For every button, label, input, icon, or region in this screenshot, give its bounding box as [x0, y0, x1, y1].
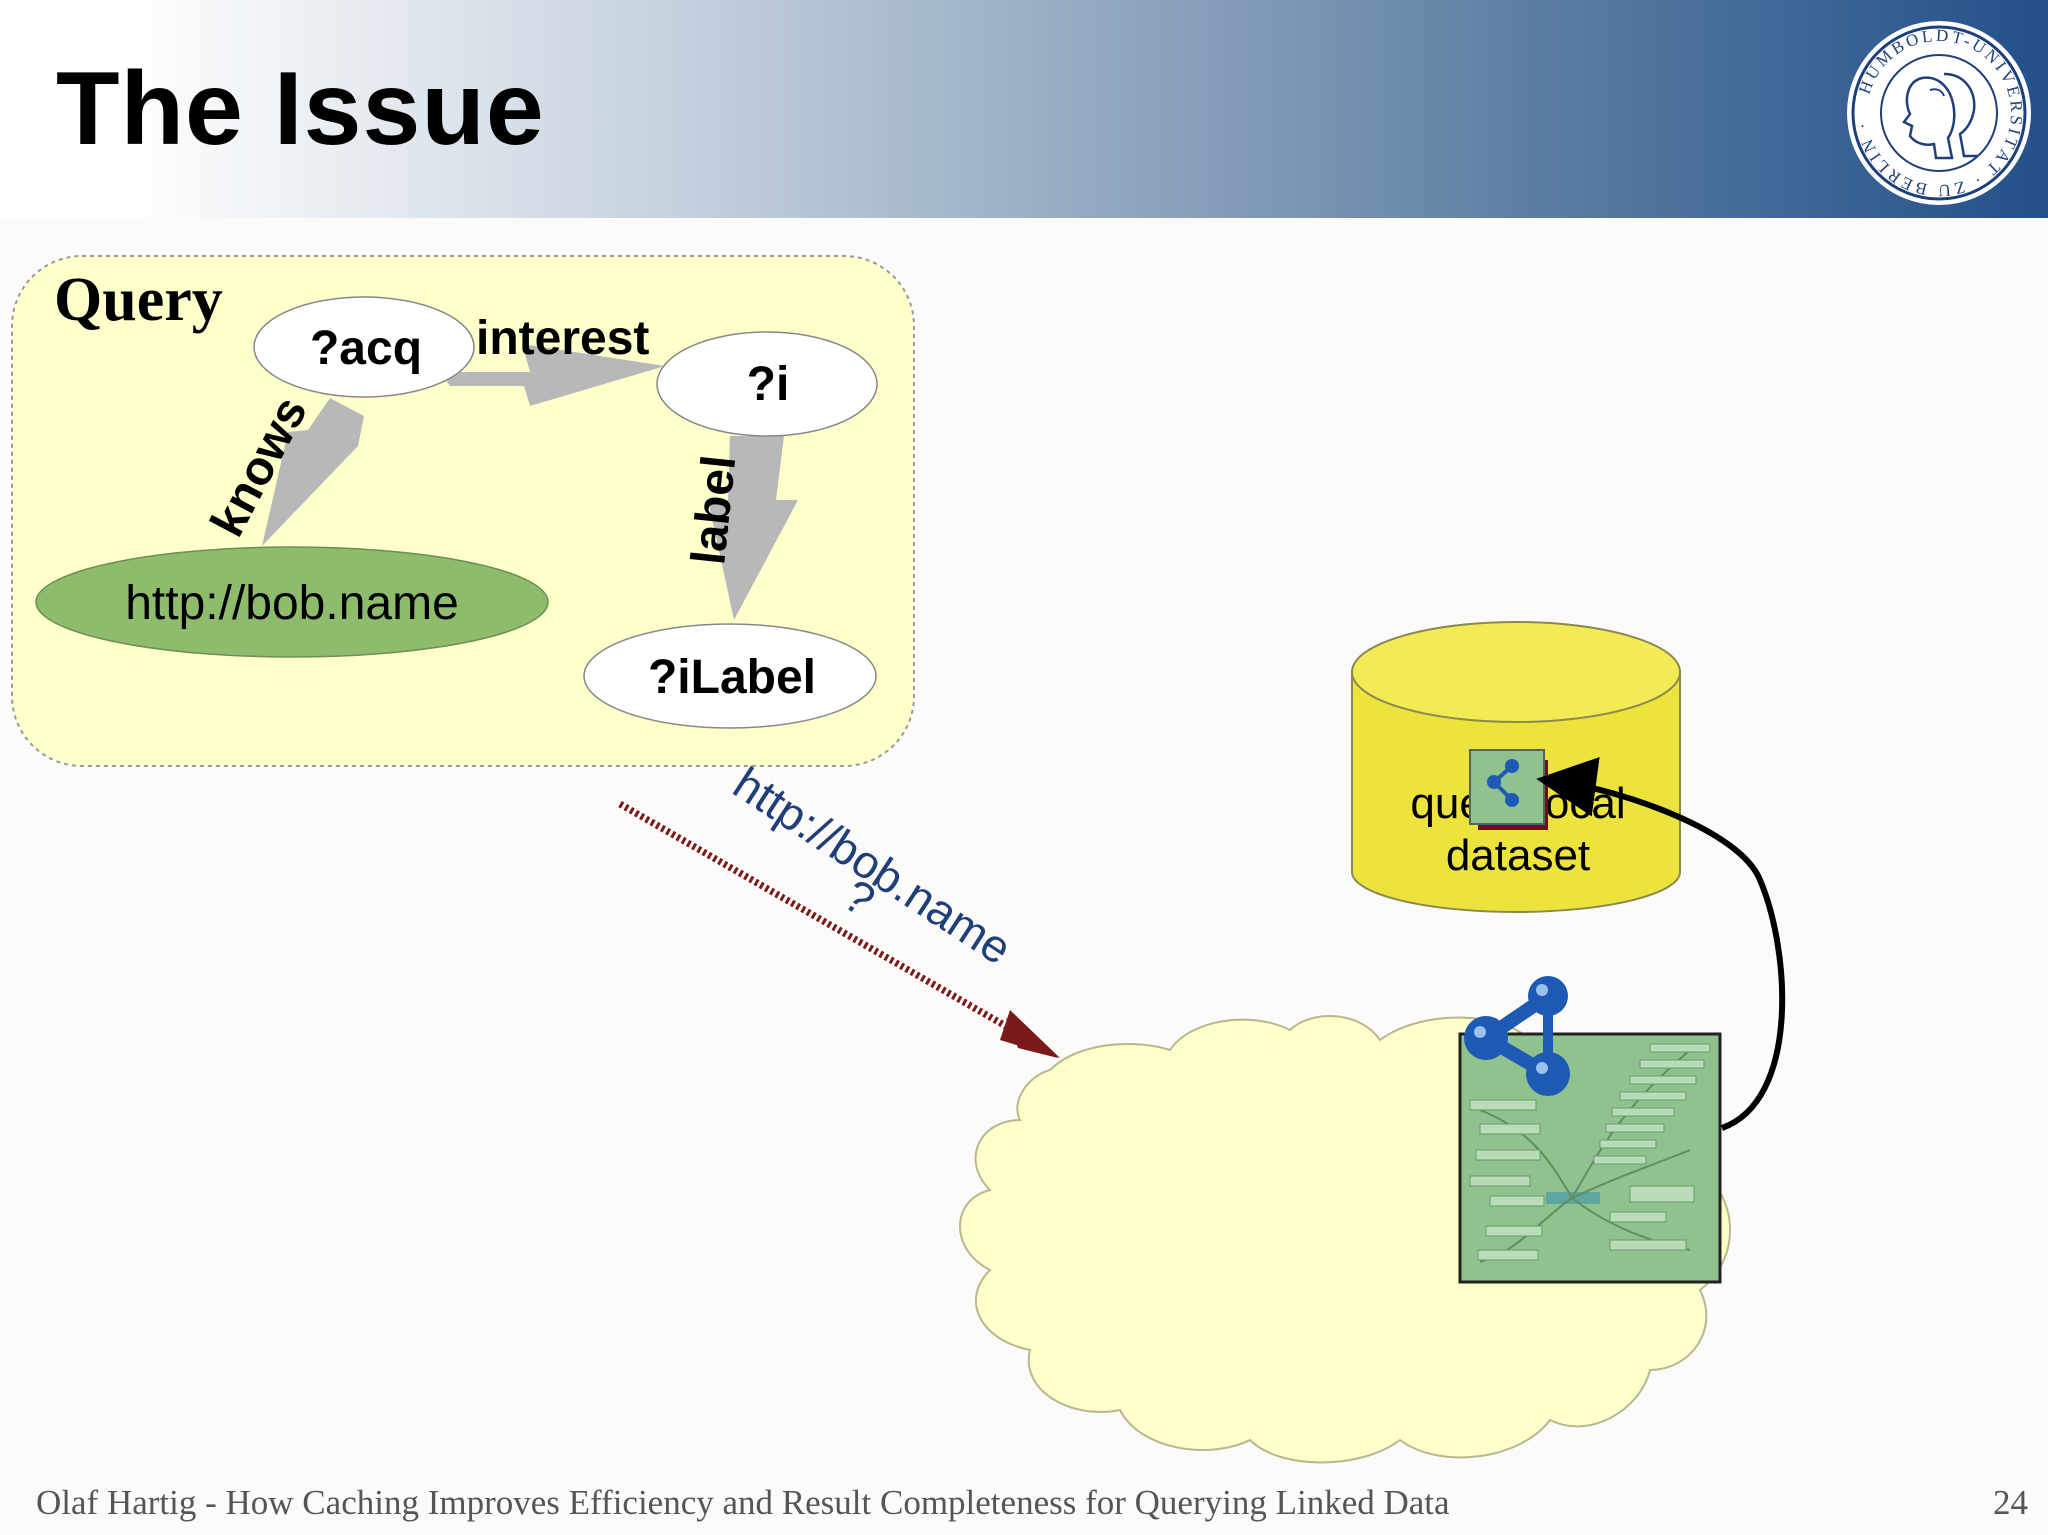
node-ilabel-label: ?iLabel [648, 651, 816, 704]
dataset-cylinder-top [1351, 621, 1681, 723]
lookup-arrow-head-fill [1000, 1010, 1060, 1058]
cache-arrow [1536, 757, 1786, 1131]
edge-arrow-interest [440, 344, 665, 406]
node-ilabel [583, 623, 877, 729]
node-i [656, 331, 878, 437]
rdf-graph-icon [1464, 976, 1570, 1096]
footer-text: Olaf Hartig - How Caching Improves Effic… [36, 1483, 1450, 1522]
node-acq [253, 296, 475, 398]
retrieved-document-icon [1458, 1032, 1722, 1284]
header-band [0, 0, 2048, 218]
edge-arrow-label [708, 436, 798, 620]
university-seal-icon: HUMBOLDT-UNIVERSITÄT · ZU BERLIN · [1847, 21, 2031, 205]
edge-label-label: label [682, 453, 746, 567]
node-bob [35, 546, 549, 658]
cached-document-icon [1469, 749, 1548, 830]
node-bob-label: http://bob.name [125, 577, 459, 630]
node-i-label: ?i [747, 358, 790, 411]
page-number: 24 [1993, 1483, 2028, 1522]
dataset-label-line2: dataset [1446, 831, 1590, 880]
edge-arrow-knows [262, 398, 364, 546]
query-label: Query [54, 266, 223, 334]
lookup-uri: http://bob.name [725, 757, 1021, 975]
edge-label-interest: interest [476, 312, 649, 365]
lookup-arrow-line [618, 800, 1032, 1044]
slide-title: The Issue [56, 51, 545, 167]
node-acq-label: ?acq [310, 322, 422, 375]
